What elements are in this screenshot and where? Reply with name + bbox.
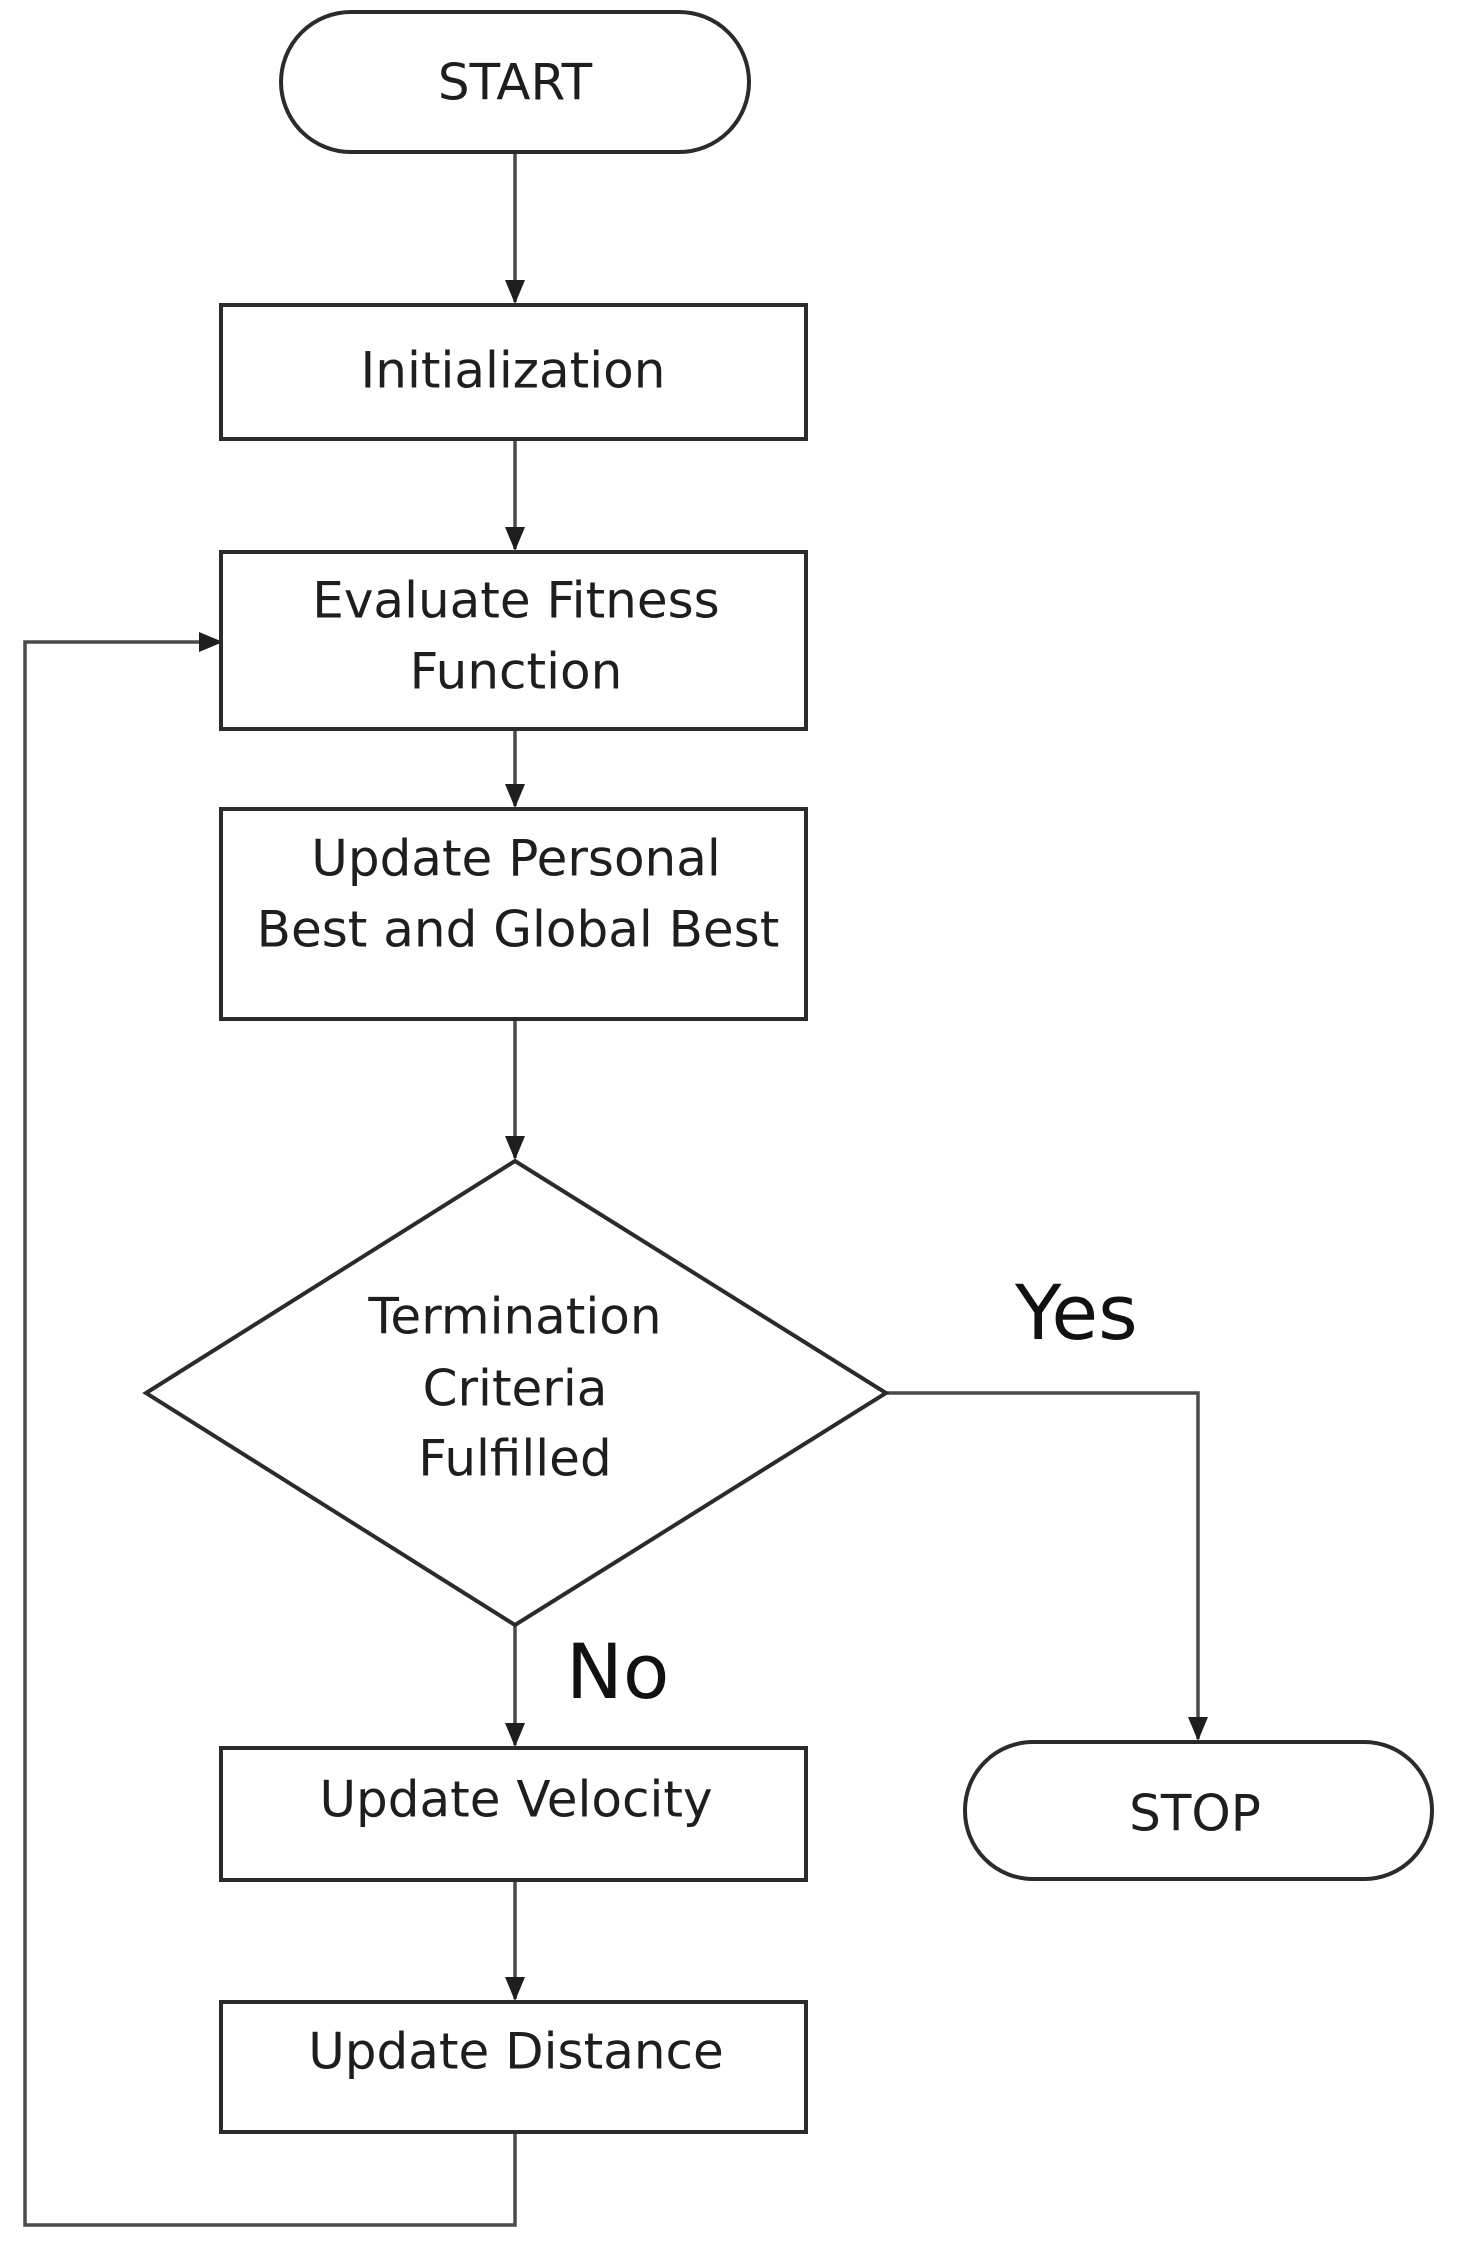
decision-label-line-3: Fulfilled (418, 1430, 611, 1488)
stop-label: STOP (1129, 1785, 1261, 1843)
update-best-label-line-1: Update Personal (311, 830, 721, 888)
evaluate-fitness-label-line-1: Evaluate Fitness (312, 572, 719, 630)
initialization-process: Initialization (219, 303, 808, 441)
update-best-process: Update Personal Best and Global Best (219, 807, 808, 1021)
arrow-loop-back-to-evaluate (23, 632, 517, 2227)
evaluate-fitness-process: Evaluate Fitness Function (219, 550, 808, 731)
decision-label-line-2: Criteria (423, 1360, 608, 1418)
update-distance-label: Update Distance (308, 2023, 724, 2081)
no-branch-label: No (566, 1627, 669, 1716)
arrow-decision-yes-to-stop (886, 1391, 1208, 1741)
start-terminator: START (279, 10, 751, 154)
yes-branch-label: Yes (1014, 1268, 1138, 1357)
update-velocity-label: Update Velocity (319, 1771, 712, 1829)
evaluate-fitness-label-line-2: Function (410, 643, 623, 701)
initialization-label: Initialization (361, 342, 666, 400)
termination-decision: Termination Criteria Fulfilled (142, 1158, 890, 1628)
update-velocity-process: Update Velocity (219, 1746, 808, 1882)
start-label: START (438, 54, 593, 112)
decision-label-line-1: Termination (367, 1288, 661, 1346)
update-distance-process: Update Distance (219, 2000, 808, 2134)
stop-terminator: STOP (963, 1740, 1434, 1881)
update-best-label-line-2: Best and Global Best (257, 901, 780, 959)
